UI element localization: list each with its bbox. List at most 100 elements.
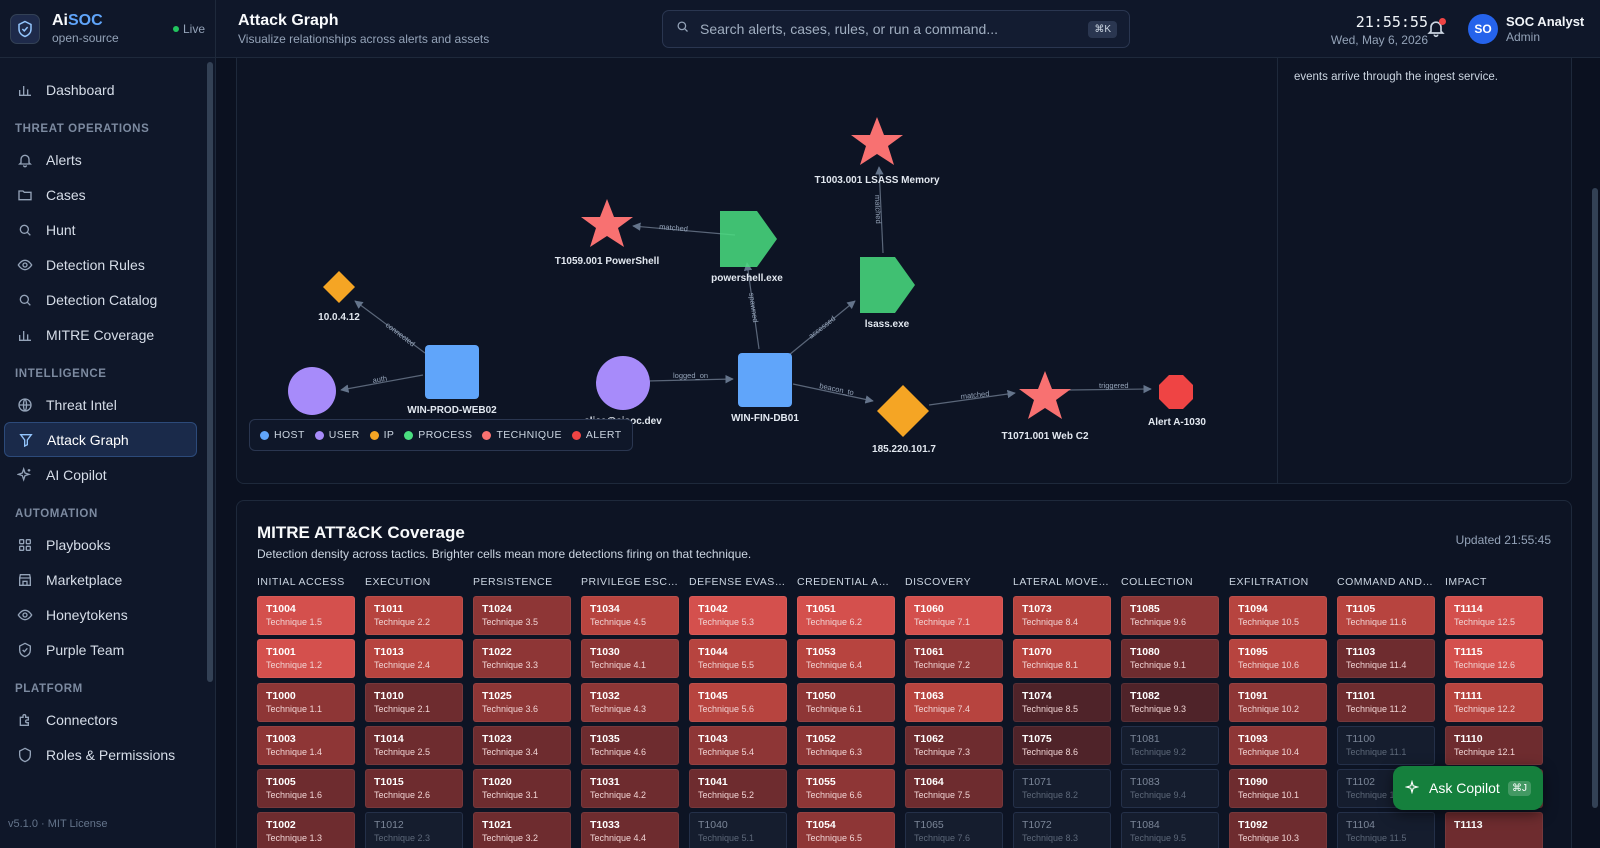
avatar[interactable]: SO (1468, 14, 1498, 44)
nav-item-threat-intel[interactable]: Threat Intel (4, 387, 197, 422)
nav-item-hunt[interactable]: Hunt (4, 212, 197, 247)
ip-node-10-0-4-12[interactable] (323, 271, 355, 303)
nav-item-playbooks[interactable]: Playbooks (4, 527, 197, 562)
nav-item-mitre-coverage[interactable]: MITRE Coverage (4, 317, 197, 352)
nav-item-connectors[interactable]: Connectors (4, 702, 197, 737)
nav-item-ai-copilot[interactable]: AI Copilot (4, 457, 197, 492)
nav-item-purple-team[interactable]: Purple Team (4, 632, 197, 667)
ip-node-185-220-101-7[interactable] (877, 385, 929, 437)
search-input[interactable] (700, 21, 1089, 37)
nav-item-honeytokens[interactable]: Honeytokens (4, 597, 197, 632)
host-node-win-fin-db01[interactable] (738, 353, 792, 407)
nav-item-alerts[interactable]: Alerts (4, 142, 197, 177)
process-node-lsass[interactable] (860, 257, 915, 313)
nav-item-dashboard[interactable]: Dashboard (4, 72, 197, 107)
nav-item-detection-rules[interactable]: Detection Rules (4, 247, 197, 282)
process-node-powershell[interactable] (720, 211, 777, 267)
attack-graph-canvas[interactable]: connected auth matched spawned matched a… (237, 58, 1277, 483)
technique-node-t1059-001[interactable] (581, 199, 633, 247)
search-bar[interactable]: ⌘K (662, 10, 1130, 48)
technique-node-t1071-001[interactable] (1019, 371, 1071, 419)
notifications-button[interactable] (1426, 18, 1448, 40)
user-node-svc-backup[interactable] (288, 367, 336, 415)
nav-item-attack-graph[interactable]: Attack Graph (4, 422, 197, 457)
nav-item-marketplace[interactable]: Marketplace (4, 562, 197, 597)
ask-copilot-button[interactable]: Ask Copilot ⌘J (1393, 766, 1543, 810)
nav-item-cases[interactable]: Cases (4, 177, 197, 212)
alert-node-a-1030[interactable] (1159, 375, 1193, 409)
host-node-win-prod-web02[interactable] (425, 345, 479, 399)
nav-item-roles-permissions[interactable]: Roles & Permissions (4, 737, 197, 772)
user-node-alice[interactable] (596, 356, 650, 410)
nav-item-detection-catalog[interactable]: Detection Catalog (4, 282, 197, 317)
sidebar-scrollbar[interactable] (207, 62, 213, 682)
